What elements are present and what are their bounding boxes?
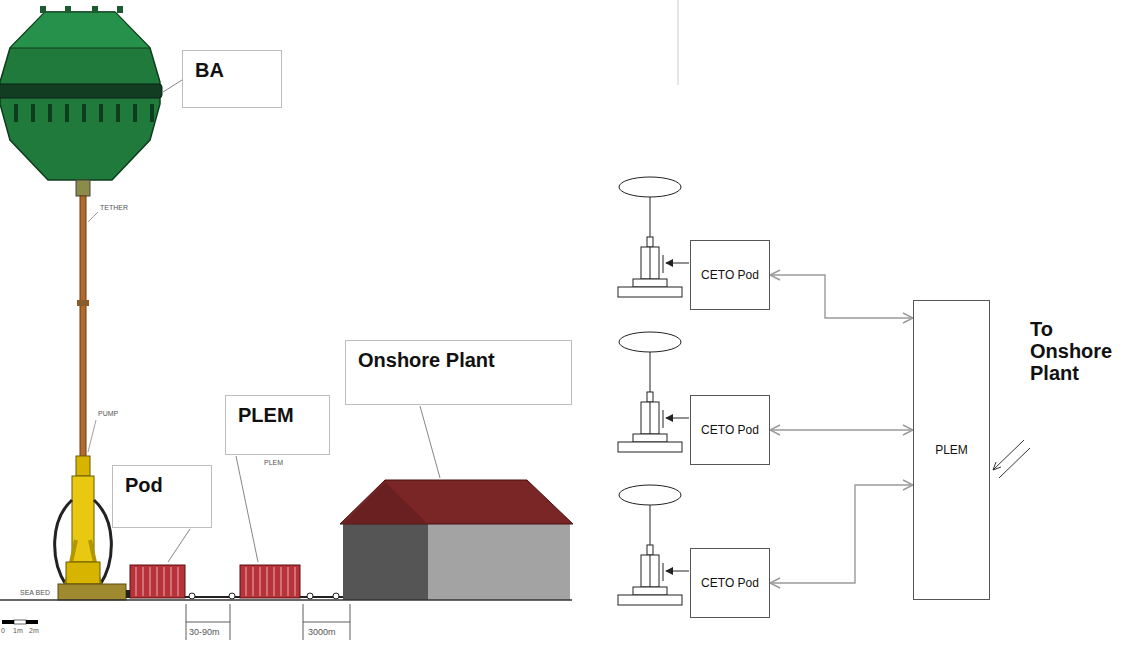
connector-arrow	[770, 275, 913, 318]
part-label: PUMP	[98, 410, 118, 418]
node-text: BA	[195, 59, 224, 82]
callout-box: Onshore Plant	[345, 340, 572, 405]
part-label: 1m	[13, 627, 23, 635]
plem-cage	[240, 565, 300, 598]
ceto-units	[618, 177, 689, 605]
sea-bed-line	[0, 599, 572, 601]
hp-pipe	[185, 593, 343, 599]
pod-box: CETO Pod	[690, 548, 770, 618]
node-text: PLEM	[935, 443, 968, 457]
part-label: 2m	[29, 627, 39, 635]
dimension-lines	[186, 604, 350, 640]
buoyant-actuator	[0, 6, 162, 196]
part-label: PLEM	[264, 459, 283, 467]
part-label: 3000m	[308, 628, 336, 638]
node-text: CETO Pod	[701, 268, 759, 282]
node-text: Pod	[125, 474, 163, 497]
ceto-unit-symbol	[618, 485, 689, 605]
callout-box: BA	[182, 50, 282, 108]
pod-cage	[126, 565, 185, 598]
tether	[77, 196, 98, 458]
ceto-unit-symbol	[618, 177, 689, 297]
node-text: PLEM	[238, 404, 294, 427]
plem-box: PLEM	[913, 300, 990, 600]
part-label: TETHER	[100, 204, 128, 212]
scale-bar	[2, 620, 38, 624]
node-text: CETO Pod	[701, 576, 759, 590]
part-label: SEA BED	[20, 589, 50, 597]
connector-arrow	[770, 429, 913, 430]
part-label: 30-90m	[189, 628, 220, 638]
direction-label: To Onshore Plant	[1030, 318, 1125, 384]
node-text: CETO Pod	[701, 423, 759, 437]
onshore-plant-building	[340, 480, 573, 600]
divider-line	[678, 0, 679, 85]
callout-box: Pod	[112, 465, 212, 528]
part-label: 0	[1, 627, 5, 635]
connector-arrow	[770, 485, 913, 583]
node-text: Onshore Plant	[358, 349, 495, 372]
callout-box: PLEM	[225, 395, 330, 455]
pod-box: CETO Pod	[690, 240, 770, 310]
ceto-unit-symbol	[618, 332, 689, 452]
onshore-link-lines	[993, 440, 1030, 478]
pod-box: CETO Pod	[690, 395, 770, 465]
